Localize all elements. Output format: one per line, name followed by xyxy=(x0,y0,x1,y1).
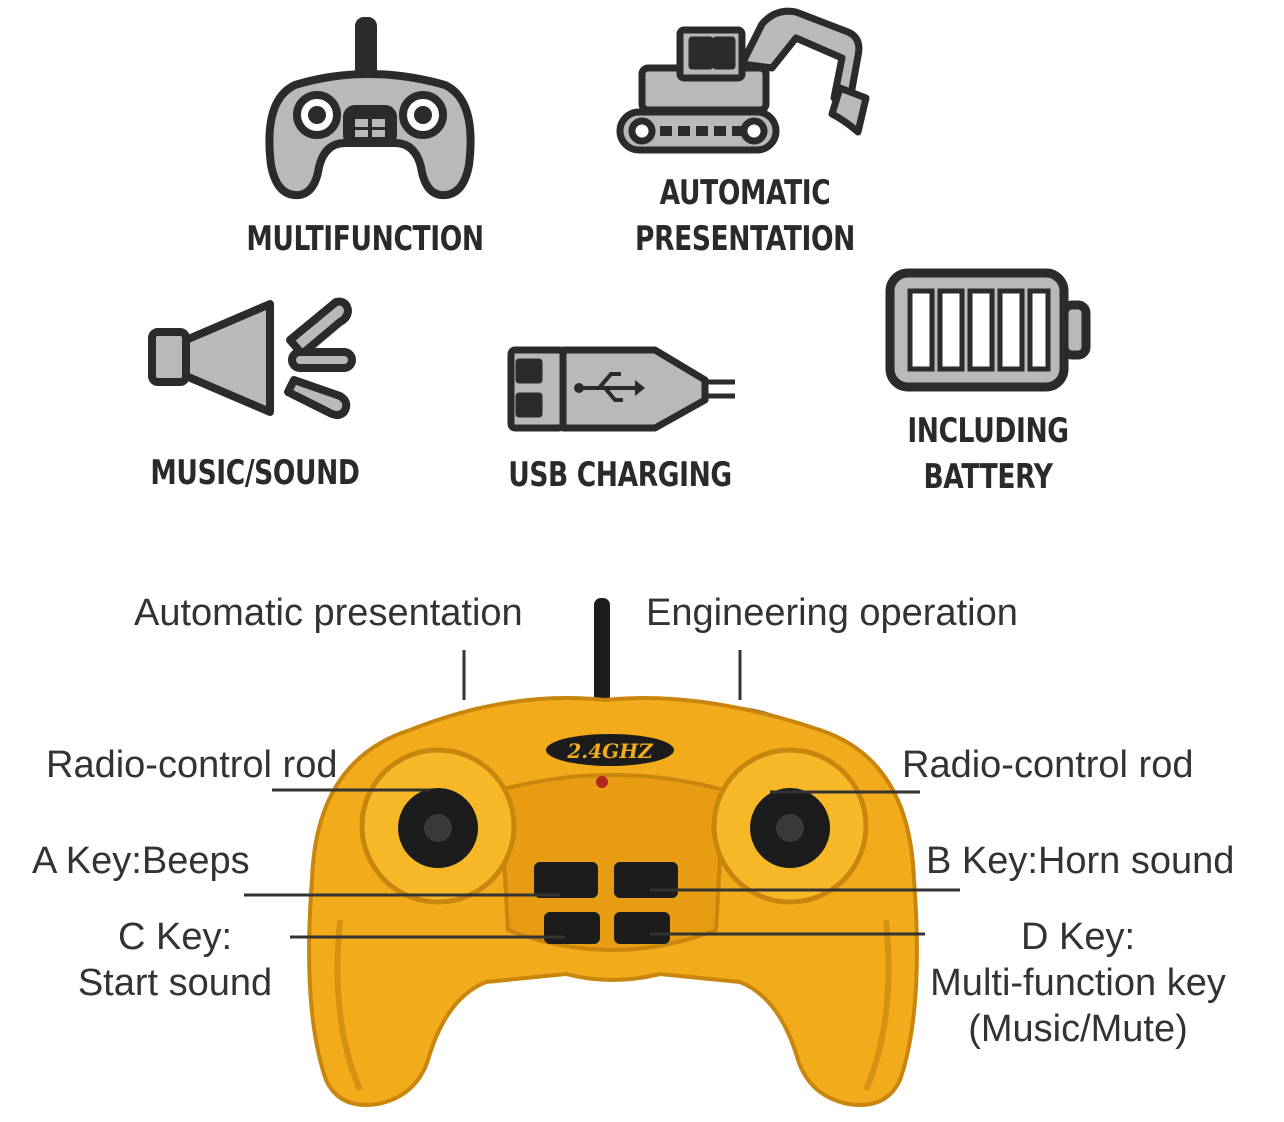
callout-d-key-title: D Key: xyxy=(1020,916,1136,958)
battery-icon xyxy=(885,268,1091,392)
callout-b-key: B Key:Horn sound xyxy=(926,840,1235,882)
callout-c-key: C Key: Start sound xyxy=(50,914,300,1006)
feature-label-usb-charging: USB CHARGING xyxy=(464,452,776,498)
callout-d-key: D Key: Multi-function key (Music/Mute) xyxy=(898,914,1258,1052)
callout-rod-left: Radio-control rod xyxy=(46,744,338,786)
controller-icon xyxy=(265,17,475,200)
feature-label-music-sound: MUSIC/SOUND xyxy=(99,450,411,496)
antenna xyxy=(594,598,610,708)
callout-a-key: A Key:Beeps xyxy=(32,840,250,882)
feature-label-including-battery: INCLUDING BATTERY xyxy=(832,408,1144,500)
badge-text: 2.4GHZ xyxy=(566,739,654,763)
feature-label-line: USB CHARGING xyxy=(508,455,732,495)
feature-label-multifunction: MULTIFUNCTION xyxy=(209,216,521,262)
callout-c-key-title: C Key: xyxy=(117,916,233,958)
a-key[interactable] xyxy=(534,862,598,898)
feature-label-automatic-presentation: AUTOMATIC PRESENTATION xyxy=(589,170,901,262)
power-led xyxy=(596,776,608,788)
callout-rod-right: Radio-control rod xyxy=(902,744,1194,786)
callout-c-key-desc: Start sound xyxy=(77,962,273,1004)
remote-controller: 2.4GHZ xyxy=(307,598,919,1107)
callout-d-key-desc: Multi-function key xyxy=(930,962,1226,1004)
feature-label-line: AUTOMATIC xyxy=(659,173,831,213)
radio-control-rod-left[interactable] xyxy=(398,788,478,868)
radio-control-rod-right[interactable] xyxy=(750,788,830,868)
speaker-icon xyxy=(148,297,356,419)
usb-icon xyxy=(507,346,735,432)
excavator-icon xyxy=(616,7,870,154)
callout-engineering-operation: Engineering operation xyxy=(646,592,1018,634)
feature-label-line: PRESENTATION xyxy=(635,219,855,259)
feature-label-line: BATTERY xyxy=(923,457,1053,497)
d-key[interactable] xyxy=(614,912,670,944)
feature-label-line: MULTIFUNCTION xyxy=(246,219,484,259)
callout-automatic-presentation: Automatic presentation xyxy=(134,592,523,634)
frequency-badge: 2.4GHZ xyxy=(546,734,674,766)
feature-label-line: INCLUDING xyxy=(907,411,1069,451)
callout-d-key-note: (Music/Mute) xyxy=(968,1008,1188,1050)
feature-label-line: MUSIC/SOUND xyxy=(150,453,360,493)
